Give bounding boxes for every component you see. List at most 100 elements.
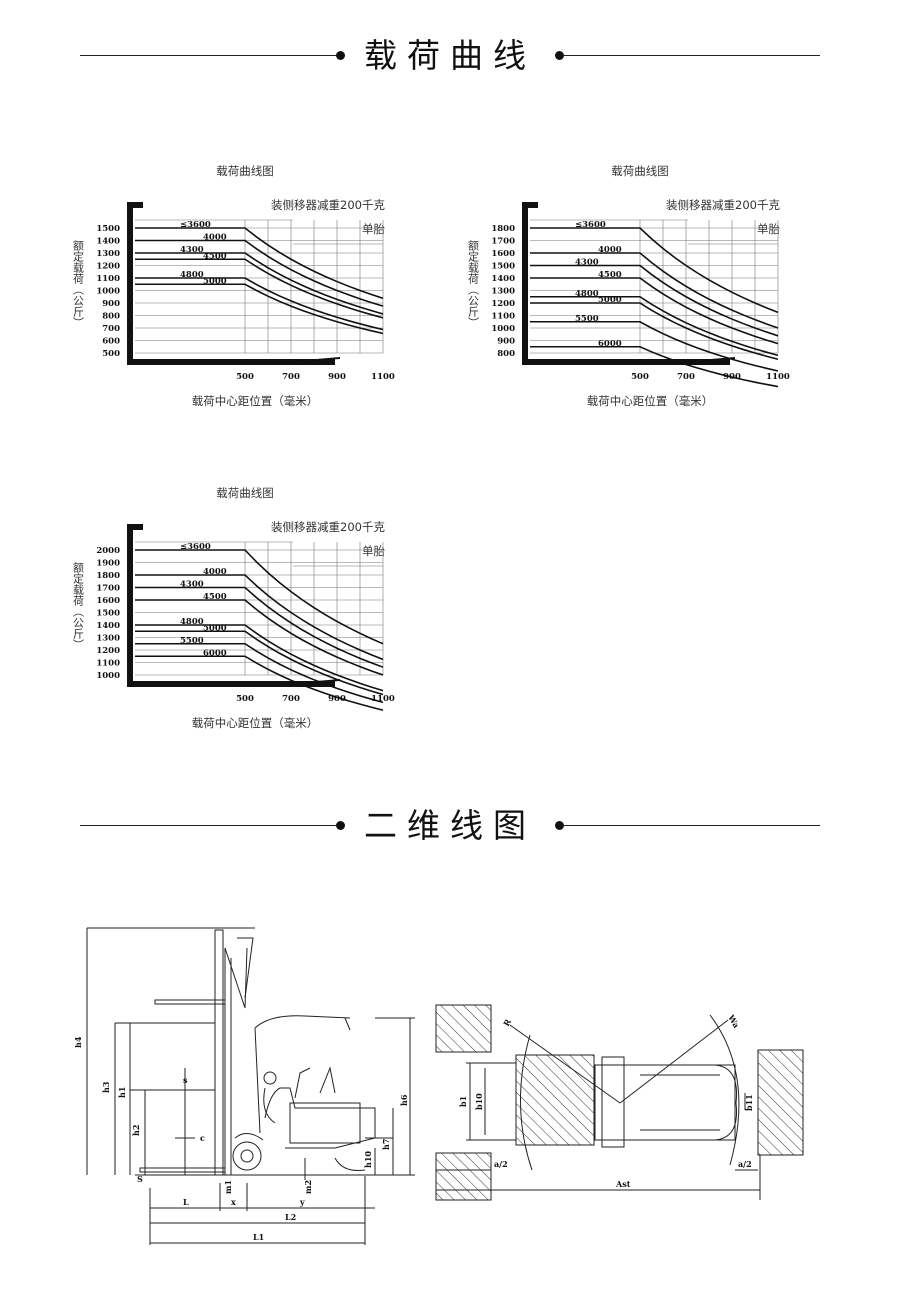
series-line: [530, 277, 779, 345]
section-header-drawing: 二维线图: [80, 806, 820, 846]
x-tick-label: 700: [677, 372, 695, 382]
series-label: 4500: [203, 592, 227, 602]
x-axis-label: 载荷中心距位置（毫米）: [192, 716, 319, 730]
bullet-icon: [555, 821, 564, 830]
y-axis-label: 额定载荷（公斤）: [72, 240, 85, 328]
series-label: 5000: [203, 623, 227, 633]
dim-label: S: [137, 1174, 143, 1184]
dim-label: c: [200, 1133, 205, 1143]
axis-frame: [245, 357, 340, 365]
y-axis-label: 额定载荷（公斤）: [72, 562, 85, 650]
y-tick-label: 1100: [491, 312, 515, 322]
y-tick-label: 2000: [96, 546, 120, 556]
y-tick-label: 1400: [96, 237, 120, 247]
series-label: 4800: [180, 617, 204, 627]
y-tick-label: 1300: [491, 287, 515, 297]
series-line: [135, 252, 384, 315]
series-line: [530, 264, 779, 337]
dim-label: R: [501, 1017, 513, 1028]
y-tick-label: 1600: [96, 596, 120, 606]
divider: [80, 55, 338, 56]
chart-title: 载荷曲线图: [216, 486, 274, 500]
dim-label: h3: [101, 1081, 111, 1093]
dim-label: x: [231, 1197, 236, 1207]
divider: [562, 825, 820, 826]
series-label: 4300: [575, 258, 599, 268]
dim-label: h10: [363, 1151, 373, 1168]
tire-note: 单胎: [362, 544, 385, 558]
dim-label: h1: [117, 1087, 127, 1098]
x-tick-label: 500: [631, 372, 649, 382]
y-tick-label: 900: [497, 337, 515, 347]
y-tick-label: 1700: [96, 584, 120, 594]
series-label: ≤3600: [180, 220, 211, 230]
y-tick-label: 1900: [96, 559, 120, 569]
y-tick-label: 800: [102, 312, 120, 322]
x-tick-label: 500: [236, 372, 254, 382]
section-title: 载荷曲线: [364, 36, 536, 75]
section-title: 二维线图: [364, 806, 536, 845]
y-tick-label: 1400: [96, 621, 120, 631]
y-tick-label: 1000: [96, 671, 120, 681]
series-label: 5000: [203, 276, 227, 286]
y-tick-label: 1800: [491, 224, 515, 234]
dim-label: h6: [399, 1094, 409, 1106]
dim-label: b10: [474, 1093, 484, 1110]
dim-label: h7: [381, 1139, 391, 1150]
y-tick-label: 1200: [96, 646, 120, 656]
tire-note: 单胎: [362, 222, 385, 236]
y-tick-label: 1000: [96, 287, 120, 297]
attachment-note: 装侧移器减重200千克: [271, 520, 385, 534]
x-tick-label: 1100: [766, 372, 790, 382]
series-line: [530, 252, 779, 329]
y-tick-label: 1800: [96, 571, 120, 581]
series-line: [135, 599, 384, 676]
x-axis-label: 载荷中心距位置（毫米）: [587, 394, 714, 408]
y-tick-label: 700: [102, 324, 120, 334]
y-tick-label: 1100: [96, 659, 120, 669]
series-label: ≤3600: [180, 542, 211, 552]
series-line: [135, 227, 384, 300]
dim-label: b11: [744, 1094, 754, 1111]
dim-label: b1: [458, 1096, 468, 1107]
series-line: [135, 239, 384, 307]
series-line: [135, 586, 384, 668]
y-tick-label: 1200: [491, 299, 515, 309]
y-tick-label: 1300: [96, 249, 120, 259]
series-label: 4500: [203, 251, 227, 261]
series-line: [530, 227, 779, 314]
series-label: 4000: [203, 233, 227, 243]
series-line: [135, 630, 384, 696]
y-tick-label: 900: [102, 299, 120, 309]
series-line: [135, 277, 384, 331]
chart-title: 载荷曲线图: [611, 164, 669, 178]
load-curve-chart-2: 载荷曲线图装侧移器减重200千克单胎载荷中心距位置（毫米）额定载荷（公斤）180…: [467, 164, 790, 408]
y-tick-label: 500: [102, 349, 120, 359]
y-tick-label: 1700: [491, 237, 515, 247]
series-label: 5500: [575, 314, 599, 324]
series-label: 5500: [180, 636, 204, 646]
dim-label: Ast: [615, 1179, 631, 1189]
series-label: 6000: [203, 648, 227, 658]
divider: [80, 825, 338, 826]
x-tick-label: 1100: [371, 694, 395, 704]
series-line: [530, 320, 779, 372]
y-tick-label: 1300: [96, 634, 120, 644]
section-header-load-curve: 载荷曲线: [80, 36, 820, 76]
dim-label: s: [183, 1075, 188, 1085]
bullet-icon: [336, 51, 345, 60]
x-axis-label: 载荷中心距位置（毫米）: [192, 394, 319, 408]
forklift-top-view-drawing: b1 b10 b11 a/2 a/2 Ast R Wa: [435, 1004, 804, 1201]
y-tick-label: 1500: [96, 224, 120, 234]
x-tick-label: 700: [282, 694, 300, 704]
series-label: 4500: [598, 270, 622, 280]
series-label: 6000: [598, 339, 622, 349]
dim-label: h2: [131, 1125, 141, 1136]
y-tick-label: 1500: [96, 609, 120, 619]
series-label: 4300: [180, 580, 204, 590]
x-tick-label: 1100: [371, 372, 395, 382]
divider: [562, 55, 820, 56]
forklift-side-view-drawing: h4 h3 h1 h2 s c S m1 m2 h10 h7 h6 L x y …: [75, 927, 415, 1245]
dim-label: L1: [253, 1232, 264, 1242]
